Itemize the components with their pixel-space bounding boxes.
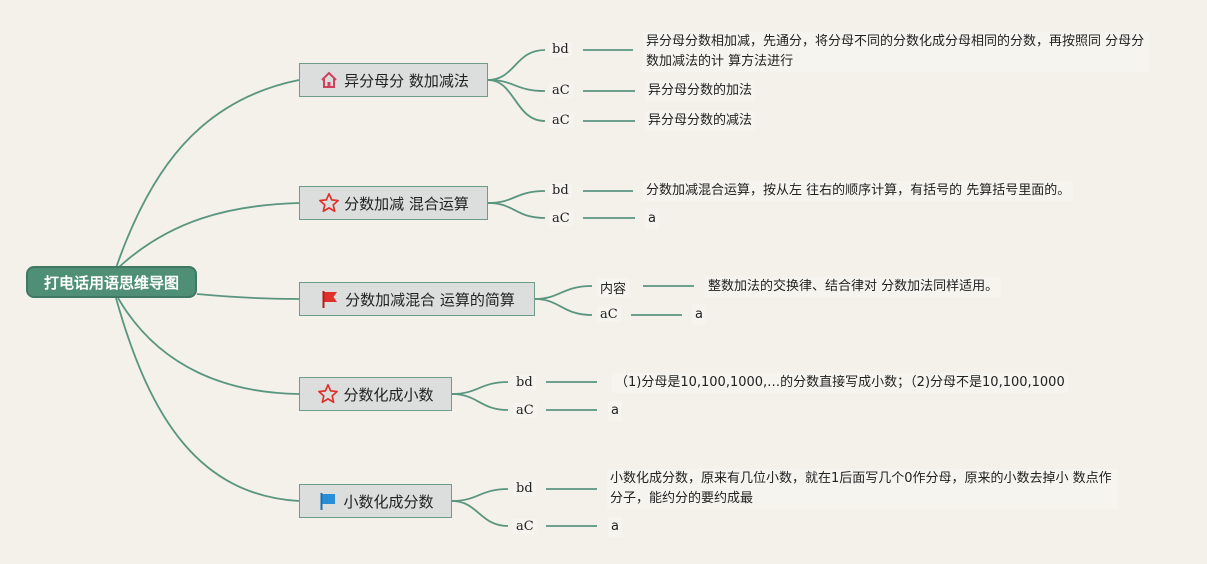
edge-t4-b0 [451, 488, 509, 502]
edge-root-topic-0 [115, 79, 300, 269]
edge-root-topic-2 [196, 293, 300, 300]
branch-key: bd [549, 183, 572, 198]
branch-text: a [645, 209, 659, 229]
branch-text: a [608, 517, 622, 537]
branch-key: bd [513, 481, 536, 496]
edge-root-topic-3 [117, 297, 300, 395]
branch-text: （1)分母是10,100,1000,…的分数直接写成小数；（2)分母不是10,1… [612, 373, 1068, 393]
root-topic[interactable]: 打电话用语思维导图 [26, 266, 197, 298]
edge-t0-b2 [487, 79, 546, 122]
edge-t3-b1 [451, 393, 509, 411]
branch-key: 内容 [597, 278, 630, 297]
branch-key: bd [513, 375, 536, 390]
branch-text: 异分母分数相加减，先通分，将分母不同的分数化成分母相同的分数，再按照同 分母分数… [643, 32, 1149, 72]
home-icon [318, 69, 340, 91]
edge-t2-b0 [534, 285, 593, 300]
red-flag-icon [319, 288, 341, 310]
topic-label: 分数化成小数 [343, 385, 434, 404]
branch-text: 异分母分数的加法 [645, 81, 756, 101]
topic-decimal-to-fraction[interactable]: 小数化成分数 [299, 484, 452, 518]
branch-text: 小数化成分数，原来有几位小数，就在1后面写几个0作分母，原来的小数去掉小 数点作… [607, 469, 1118, 509]
edge-t1-b1 [487, 202, 546, 219]
star-outline-icon [318, 192, 340, 214]
branch-key: aC [549, 211, 573, 226]
branch-key: aC [597, 307, 621, 322]
star-outline-icon [317, 383, 339, 405]
edge-root-topic-1 [117, 202, 300, 269]
branch-key: bd [549, 42, 572, 57]
branch-key: aC [549, 83, 573, 98]
topic-label: 异分母分 数加减法 [344, 71, 469, 90]
branch-text: 整数加法的交换律、结合律对 分数加法同样适用。 [705, 277, 1002, 297]
branch-key: aC [513, 403, 537, 418]
topic-label: 分数加减 混合运算 [344, 194, 469, 213]
edge-t3-b0 [451, 381, 509, 395]
topic-label: 小数化成分数 [343, 492, 434, 511]
edge-root-topic-4 [115, 297, 300, 502]
branch-text: 分数加减混合运算，按从左 往右的顺序计算，有括号的 先算括号里面的。 [643, 181, 1074, 201]
topic-mixed-operations-shortcut[interactable]: 分数加减混合 运算的简算 [299, 282, 535, 316]
edge-t4-b1 [451, 500, 509, 527]
branch-text: a [608, 401, 622, 421]
edge-t2-b1 [534, 298, 593, 316]
blue-flag-icon [317, 490, 339, 512]
branch-key: aC [513, 519, 537, 534]
topic-fraction-add-subtract-unlike[interactable]: 异分母分 数加减法 [299, 63, 488, 97]
topic-label: 分数加减混合 运算的简算 [345, 290, 515, 309]
branch-text: 异分母分数的减法 [645, 111, 756, 131]
topic-fraction-mixed-operations[interactable]: 分数加减 混合运算 [299, 186, 488, 220]
branch-text: a [692, 305, 706, 325]
topic-fraction-to-decimal[interactable]: 分数化成小数 [299, 377, 452, 411]
edge-t0-b0 [487, 49, 546, 81]
edge-t1-b0 [487, 190, 546, 204]
branch-key: aC [549, 113, 573, 128]
